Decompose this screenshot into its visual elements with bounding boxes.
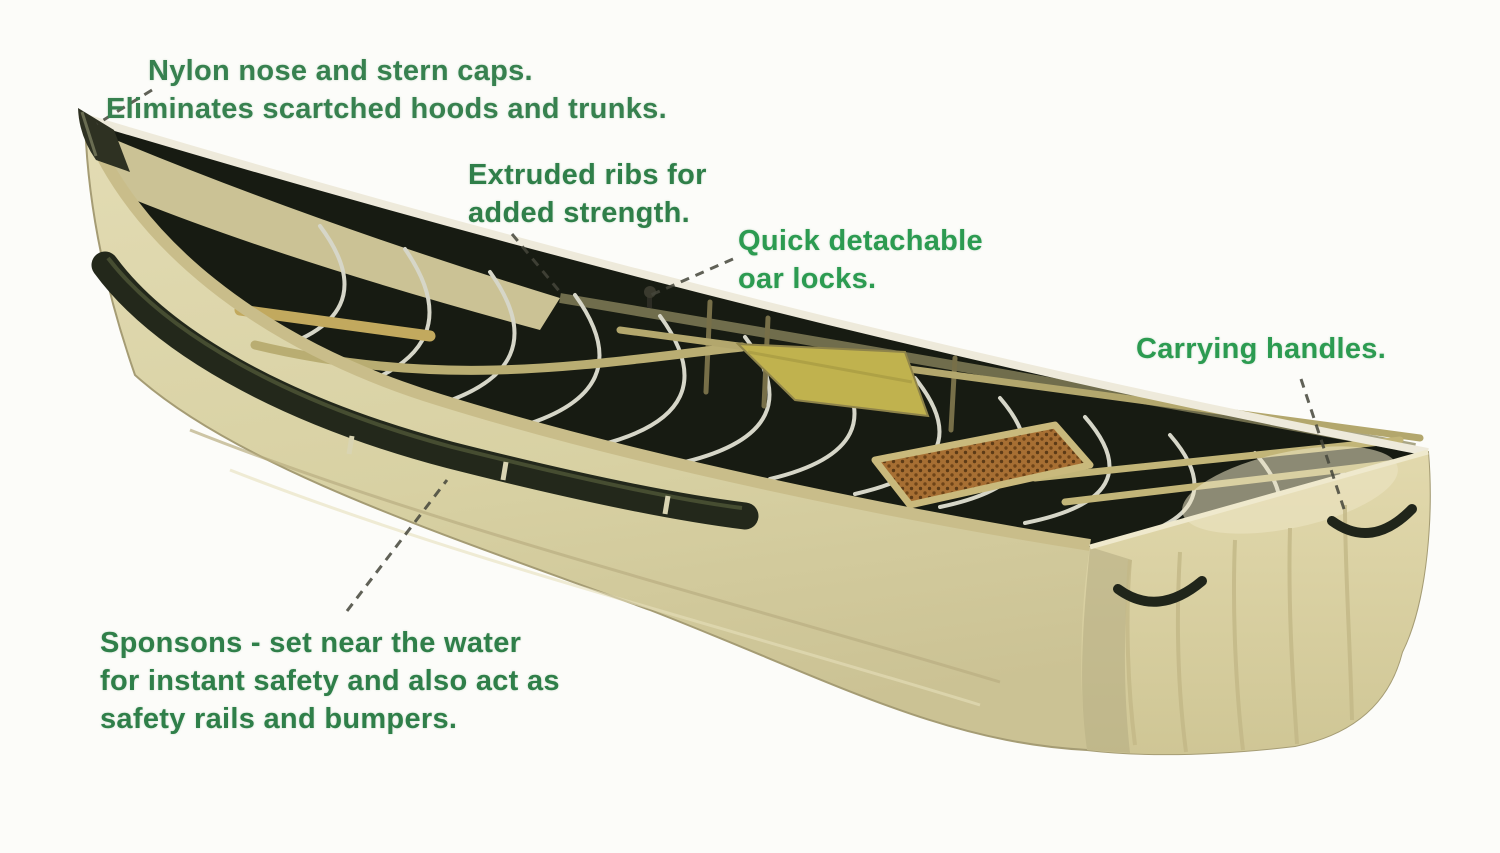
label-text: oar locks. xyxy=(738,263,877,295)
leader-nose-caps xyxy=(96,88,153,126)
bow-thwart xyxy=(234,304,436,342)
carrying-handle-left xyxy=(1113,576,1207,607)
label-text: for instant safety and also act as xyxy=(100,665,560,697)
transom-top-edge xyxy=(1089,449,1429,550)
label-nose-caps: Nylon nose and stern caps. Eliminates sc… xyxy=(106,52,667,128)
carrying-handles xyxy=(1113,504,1417,607)
leader-sponsons xyxy=(345,479,449,612)
leader-lines xyxy=(96,88,1347,612)
far-gunwale xyxy=(83,114,1429,456)
hull-highlight-streak xyxy=(229,468,981,707)
sponson xyxy=(91,251,759,530)
wood-grain xyxy=(1125,504,1354,753)
label-text: Quick detachable xyxy=(738,225,983,257)
stern-seat-rail xyxy=(1031,436,1404,482)
sponson-clips xyxy=(346,435,671,515)
leader-carrying-handles xyxy=(1299,378,1347,513)
label-text: safety rails and bumpers. xyxy=(100,703,458,735)
near-gunwale xyxy=(79,115,1091,551)
label-text: added strength. xyxy=(468,197,691,229)
transom-shading xyxy=(1082,547,1132,753)
label-text: Extruded ribs for xyxy=(468,159,707,191)
inner-bow-wall xyxy=(92,130,560,330)
label-text: Nylon nose and stern caps. xyxy=(148,55,533,87)
label-text: Carrying handles. xyxy=(1136,333,1387,365)
label-text: Sponsons - set near the water xyxy=(100,627,522,659)
cane-seat xyxy=(871,421,1094,509)
nose-cap xyxy=(78,108,130,172)
label-sponsons: Sponsons - set near the water for instan… xyxy=(100,624,560,738)
hull-chine-line xyxy=(189,428,1001,684)
label-extruded-ribs: Extruded ribs for added strength. xyxy=(468,156,707,232)
paddle xyxy=(735,342,930,418)
leader-extruded-ribs xyxy=(510,233,562,293)
carrying-handle-right xyxy=(1327,504,1417,538)
label-text: Eliminates scartched hoods and trunks. xyxy=(106,93,667,125)
stern-transom xyxy=(1081,446,1430,755)
label-oar-locks: Quick detachable oar locks. xyxy=(738,222,983,298)
label-carrying-handles: Carrying handles. xyxy=(1136,330,1386,368)
